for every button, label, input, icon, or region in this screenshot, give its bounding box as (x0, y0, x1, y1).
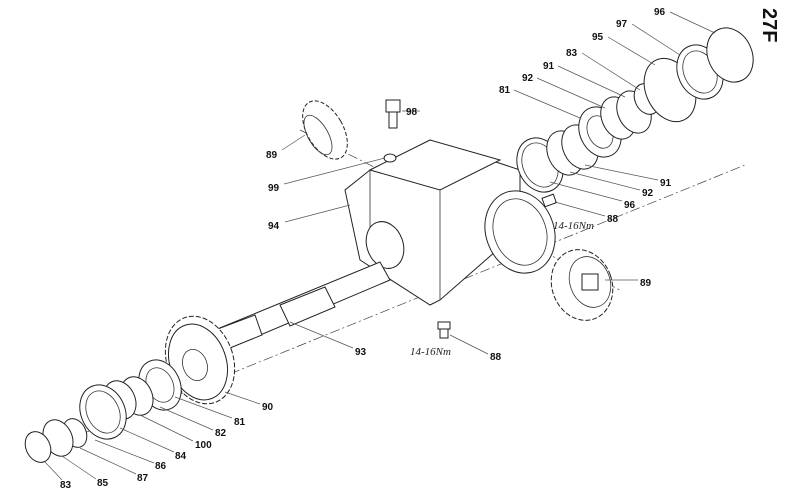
leader-lines (44, 11, 716, 481)
label-83-bottom: 83 (60, 480, 72, 491)
label-92-right: 92 (642, 188, 654, 199)
label-96-right: 96 (624, 200, 636, 211)
input-shaft (214, 261, 391, 351)
label-93: 93 (355, 347, 367, 358)
bevel-gear-89-right (550, 249, 614, 321)
label-81-top: 81 (499, 85, 511, 96)
label-99: 99 (268, 183, 280, 194)
label-85: 85 (97, 478, 109, 489)
label-98: 98 (406, 107, 418, 118)
bevel-gear-89-left (302, 100, 348, 160)
torque-spec-bottom: 14-16Nm (410, 346, 451, 358)
plug-88-right (541, 193, 557, 208)
label-97: 97 (616, 19, 628, 30)
page-id: 27F (758, 8, 780, 42)
label-88-right: 88 (607, 214, 619, 225)
gearbox-housing (344, 139, 556, 306)
label-89-left: 89 (266, 150, 278, 161)
label-94: 94 (268, 221, 280, 232)
label-91-top: 91 (543, 61, 555, 72)
label-82: 82 (215, 428, 227, 439)
label-96-top: 96 (654, 7, 666, 18)
top-ring-stack (516, 27, 754, 193)
label-81-bottom: 81 (234, 417, 246, 428)
label-89-right: 89 (640, 278, 652, 289)
torque-spec-right: 14-16Nm (553, 220, 594, 232)
label-100: 100 (195, 440, 212, 451)
label-88-bottom: 88 (490, 352, 502, 363)
label-84: 84 (175, 451, 187, 462)
label-95: 95 (592, 32, 604, 43)
bottom-ring-stack (24, 359, 182, 463)
label-90: 90 (262, 402, 274, 413)
plug-98 (383, 99, 401, 163)
label-87: 87 (137, 473, 149, 484)
label-92-top: 92 (522, 73, 534, 84)
label-83-top: 83 (566, 48, 578, 59)
label-86: 86 (155, 461, 167, 472)
plug-88-bottom (437, 321, 451, 339)
cross-axis (299, 129, 621, 291)
label-91-right: 91 (660, 178, 672, 189)
